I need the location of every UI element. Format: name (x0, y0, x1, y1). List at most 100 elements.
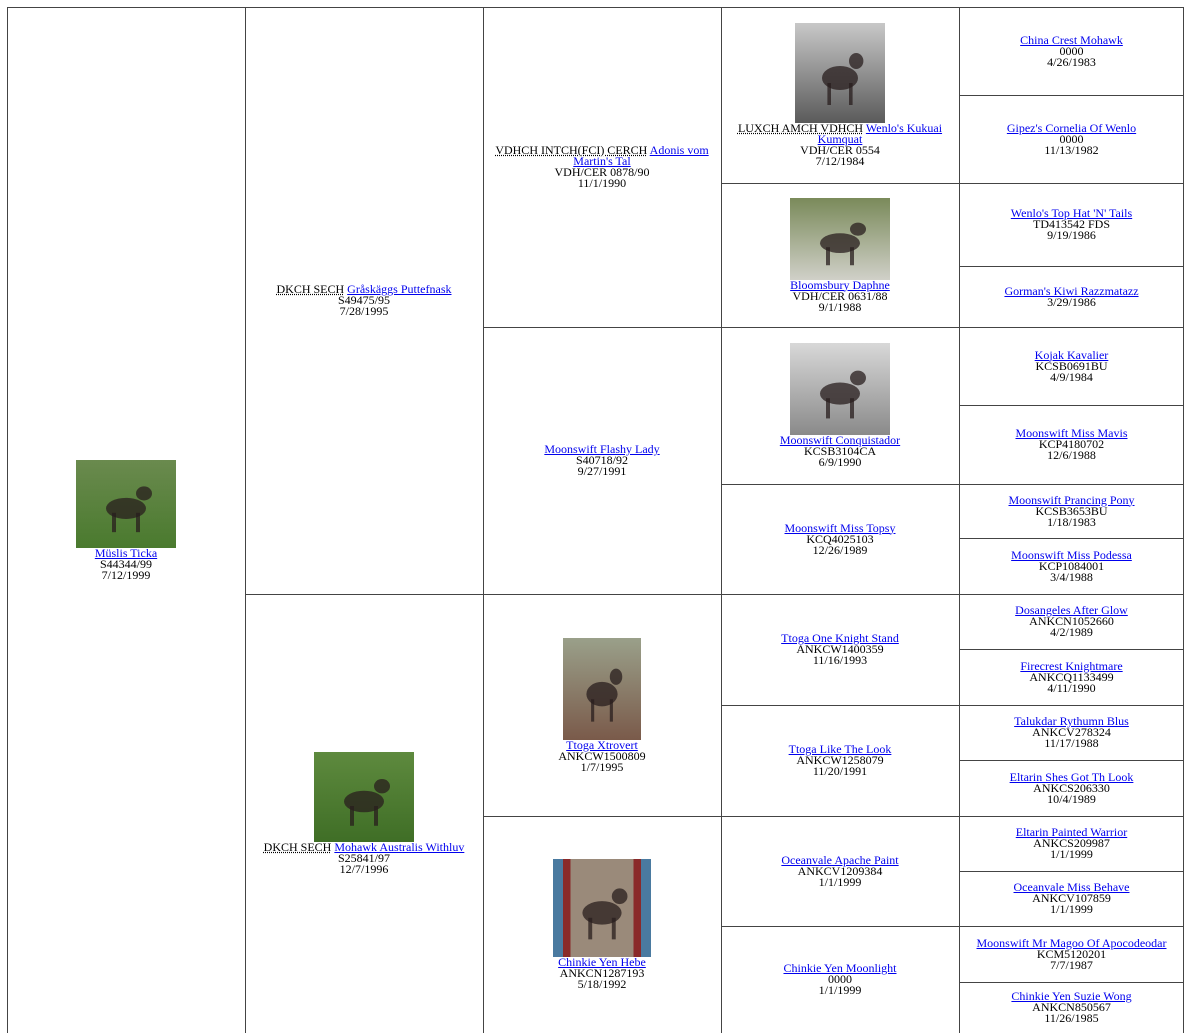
name-line: Eltarin Shes Got Th Look (961, 769, 1182, 784)
dog-name-link[interactable]: Chinkie Yen Hebe (558, 955, 646, 969)
birth-date: 4/11/1990 (1047, 680, 1096, 695)
dog-photo-icon[interactable] (795, 23, 885, 123)
grid-divider (959, 816, 1184, 817)
name-line: Chinkie Yen Suzie Wong (961, 989, 1182, 1003)
dog-photo-icon[interactable] (314, 752, 414, 842)
grid-divider (483, 7, 484, 1033)
grid-divider (721, 816, 1184, 817)
grid-divider (959, 484, 1184, 485)
grid-divider (959, 405, 1184, 406)
grid-divider (959, 594, 1184, 595)
titles-label: VDHCH INTCH(FCI) CERCH (495, 143, 648, 157)
dog-name-link[interactable]: Ttoga Like The Look (788, 742, 892, 756)
dog-name-link[interactable]: Ttoga Xtrovert (566, 737, 638, 752)
dog-name-link[interactable]: Chinkie Yen Moonlight (783, 961, 897, 975)
registration-number: KCSB3104CA (803, 444, 877, 458)
birth-date: 11/26/1985 (1044, 1011, 1099, 1025)
registration-number: 0000 (1059, 43, 1084, 58)
grid-divider (959, 95, 1184, 96)
dog-name-link[interactable]: Gorman's Kiwi Razzmatazz (1004, 283, 1139, 298)
birth-date: 9/27/1991 (577, 464, 627, 478)
name-line: Gipez's Cornelia Of Wenlo (961, 120, 1182, 135)
dog-name-link[interactable]: Gipez's Cornelia Of Wenlo (1006, 120, 1137, 135)
dog-photo-icon[interactable] (563, 637, 641, 740)
dog-photo-icon[interactable] (790, 197, 890, 280)
grid-divider (721, 183, 1184, 184)
gen3-0-entry: VDHCH INTCH(FCI) CERCH Adonis vom Martin… (483, 143, 721, 190)
dog-name-link[interactable]: China Crest Mohawk (1020, 32, 1123, 47)
dog-name-link[interactable]: Moonswift Miss Podessa (1011, 547, 1132, 562)
name-line: Moonswift Miss Mavis (961, 426, 1182, 440)
dog-name-link[interactable]: Firecrest Knightmare (1020, 658, 1123, 673)
dog-name-link[interactable]: Bloomsbury Daphne (790, 277, 890, 292)
grid-divider (959, 266, 1184, 267)
dog-name-link[interactable]: Wenlo's Top Hat 'N' Tails (1010, 206, 1133, 220)
dog-photo-icon[interactable] (76, 459, 176, 548)
titles-label: LUXCH AMCH VDHCH (737, 121, 864, 135)
dog-name-link[interactable]: Moonswift Miss Mavis (1015, 426, 1128, 440)
registration-number: ANKCN850567 (1032, 1000, 1111, 1014)
dog-name-link[interactable]: Moonswift Miss Topsy (784, 520, 896, 535)
name-line: Moonswift Conquistador (723, 433, 957, 447)
dog-name-link[interactable]: Ttoga One Knight Stand (781, 631, 899, 645)
dog-name-link[interactable]: Eltarin Painted Warrior (1015, 825, 1128, 839)
name-line: VDHCH INTCH(FCI) CERCH Adonis vom Martin… (485, 143, 719, 168)
name-line: Moonswift Flashy Lady (485, 442, 719, 456)
dog-name-link[interactable]: Dosangeles After Glow (1015, 603, 1128, 617)
dog-name-link[interactable]: Eltarin Shes Got Th Look (1009, 769, 1134, 784)
dog-name-link[interactable]: Moonswift Mr Magoo Of Apocodeodar (976, 935, 1167, 950)
registration-number: KCM5120201 (1036, 946, 1107, 961)
dog-name-link[interactable]: Oceanvale Miss Behave (1013, 880, 1130, 894)
dog-name-link[interactable]: Wenlo's Kukuai Kumquat (817, 121, 943, 146)
dog-name-link[interactable]: Kojak Kavalier (1034, 347, 1109, 362)
birth-date: 1/18/1983 (1047, 514, 1096, 529)
registration-number: TD413542 FDS (1032, 217, 1110, 231)
registration-number: ANKCV107859 (1032, 891, 1111, 905)
dog-name-link[interactable]: Moonswift Flashy Lady (544, 442, 660, 456)
dog-name-link[interactable]: Talukdar Rythumn Blus (1014, 714, 1129, 728)
dog-name-link[interactable]: Mohawk Australis Withluv (334, 840, 465, 854)
name-line: Müslis Ticka (9, 545, 243, 560)
grid-divider (721, 594, 1184, 595)
dog-name-link[interactable]: Oceanvale Apache Paint (781, 852, 899, 867)
registration-number: 0000 (828, 972, 852, 986)
dog-name-link[interactable]: Moonswift Conquistador (779, 433, 901, 447)
dog-name-link[interactable]: Chinkie Yen Suzie Wong (1011, 989, 1132, 1003)
dog-name-link[interactable]: Adonis vom Martin's Tal (573, 143, 709, 168)
dog-photo-icon[interactable] (553, 859, 651, 957)
birth-date: 11/1/1990 (577, 176, 627, 190)
registration-number: ANKCQ1133499 (1029, 669, 1114, 684)
dog-name-link[interactable]: Moonswift Prancing Pony (1008, 492, 1135, 507)
grid-divider (7, 7, 8, 1033)
dog-name-link[interactable]: Müslis Ticka (94, 545, 158, 560)
grid-divider (245, 7, 246, 1033)
dog-name-link[interactable]: Gråskäggs Puttefnask (347, 282, 452, 296)
dog-photo-icon[interactable] (790, 343, 890, 435)
